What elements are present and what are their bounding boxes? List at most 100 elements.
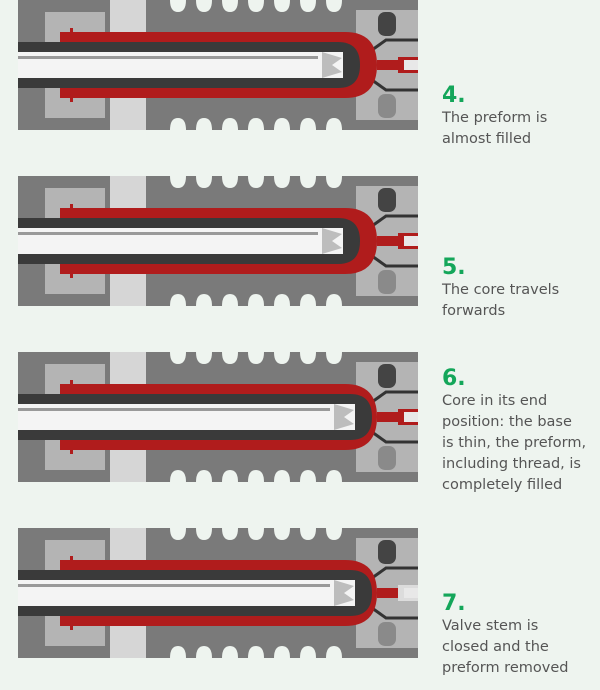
diagram-step-6 bbox=[0, 342, 430, 492]
thread-groove bbox=[196, 352, 212, 364]
step-number: 5. bbox=[442, 255, 466, 280]
nozzle-channel bbox=[378, 94, 396, 118]
gate-melt bbox=[377, 588, 405, 598]
thread-groove bbox=[248, 294, 264, 306]
thread-groove bbox=[326, 294, 342, 306]
nozzle-channel bbox=[378, 270, 396, 294]
thread-groove bbox=[248, 470, 264, 482]
thread-groove bbox=[274, 294, 290, 306]
thread-groove bbox=[248, 352, 264, 364]
thread-groove bbox=[222, 470, 238, 482]
valve-stem-tip bbox=[404, 588, 418, 598]
mould-cross-section bbox=[18, 176, 418, 306]
nozzle-channel bbox=[378, 622, 396, 646]
step-description: The preform is almost filled bbox=[442, 110, 548, 147]
thread-melt bbox=[70, 446, 73, 454]
thread-groove bbox=[326, 646, 342, 658]
thread-groove bbox=[248, 118, 264, 130]
thread-groove bbox=[326, 470, 342, 482]
thread-groove bbox=[274, 470, 290, 482]
thread-groove bbox=[222, 294, 238, 306]
step-number: 6. bbox=[442, 366, 466, 391]
thread-groove bbox=[274, 646, 290, 658]
thread-groove bbox=[248, 176, 264, 188]
nozzle-channel bbox=[378, 540, 396, 564]
thread-melt bbox=[70, 204, 73, 212]
thread-groove bbox=[222, 0, 238, 12]
step-description: The core travels forwards bbox=[442, 282, 560, 319]
thread-groove bbox=[300, 0, 316, 12]
thread-groove bbox=[170, 0, 186, 12]
thread-groove bbox=[196, 470, 212, 482]
nozzle-outline bbox=[371, 214, 418, 268]
valve-stem-tip bbox=[404, 60, 418, 70]
thread-groove bbox=[300, 294, 316, 306]
thread-groove bbox=[170, 294, 186, 306]
diagram-step-5 bbox=[0, 166, 430, 316]
core-tip bbox=[322, 228, 342, 254]
thread-groove bbox=[222, 528, 238, 540]
caption-step-4: 4. The preform is almost filled bbox=[442, 84, 600, 150]
thread-groove bbox=[274, 352, 290, 364]
thread-groove bbox=[300, 352, 316, 364]
core-highlight bbox=[18, 56, 318, 59]
core-tip bbox=[322, 52, 342, 78]
thread-groove bbox=[170, 646, 186, 658]
thread-melt bbox=[70, 94, 73, 102]
core-highlight bbox=[18, 232, 318, 235]
nozzle-channel bbox=[378, 446, 396, 470]
thread-groove bbox=[170, 352, 186, 364]
thread-groove bbox=[196, 294, 212, 306]
thread-groove bbox=[300, 470, 316, 482]
step-description: Core in its end position: the base is th… bbox=[442, 393, 587, 493]
thread-melt bbox=[70, 380, 73, 388]
nozzle-channel bbox=[378, 364, 396, 388]
thread-groove bbox=[274, 176, 290, 188]
thread-groove bbox=[274, 0, 290, 12]
thread-groove bbox=[274, 118, 290, 130]
thread-melt bbox=[70, 622, 73, 630]
nozzle-channel bbox=[378, 188, 396, 212]
thread-groove bbox=[300, 118, 316, 130]
thread-groove bbox=[170, 528, 186, 540]
thread-groove bbox=[196, 528, 212, 540]
valve-stem-tip bbox=[404, 236, 418, 246]
nozzle-channel bbox=[378, 12, 396, 36]
nozzle-outline bbox=[371, 390, 418, 444]
mould-cross-section bbox=[18, 0, 418, 130]
thread-groove bbox=[326, 528, 342, 540]
core-cooling-tube bbox=[18, 52, 343, 78]
nozzle-outline bbox=[371, 566, 418, 620]
gate-melt bbox=[377, 412, 405, 422]
thread-melt bbox=[70, 28, 73, 36]
thread-groove bbox=[326, 118, 342, 130]
core-cooling-tube bbox=[18, 404, 355, 430]
thread-groove bbox=[222, 118, 238, 130]
thread-groove bbox=[222, 646, 238, 658]
gate-melt bbox=[377, 236, 405, 246]
caption-step-6: 6. Core in its end position: the base is… bbox=[442, 367, 600, 496]
core-cooling-tube bbox=[18, 228, 343, 254]
thread-groove bbox=[300, 176, 316, 188]
thread-groove bbox=[222, 176, 238, 188]
thread-groove bbox=[170, 176, 186, 188]
thread-groove bbox=[196, 118, 212, 130]
valve-stem-tip bbox=[404, 412, 418, 422]
thread-melt bbox=[70, 556, 73, 564]
thread-groove bbox=[170, 118, 186, 130]
core-cooling-tube bbox=[18, 580, 355, 606]
thread-groove bbox=[196, 176, 212, 188]
thread-groove bbox=[248, 528, 264, 540]
thread-groove bbox=[170, 470, 186, 482]
mould-cross-section bbox=[18, 352, 418, 482]
thread-groove bbox=[300, 646, 316, 658]
nozzle-outline bbox=[371, 38, 418, 92]
thread-melt bbox=[70, 270, 73, 278]
thread-groove bbox=[248, 646, 264, 658]
step-number: 7. bbox=[442, 591, 466, 616]
mould-cross-section bbox=[18, 528, 418, 658]
thread-groove bbox=[248, 0, 264, 12]
thread-groove bbox=[326, 352, 342, 364]
thread-groove bbox=[222, 352, 238, 364]
diagram-step-7 bbox=[0, 518, 430, 668]
